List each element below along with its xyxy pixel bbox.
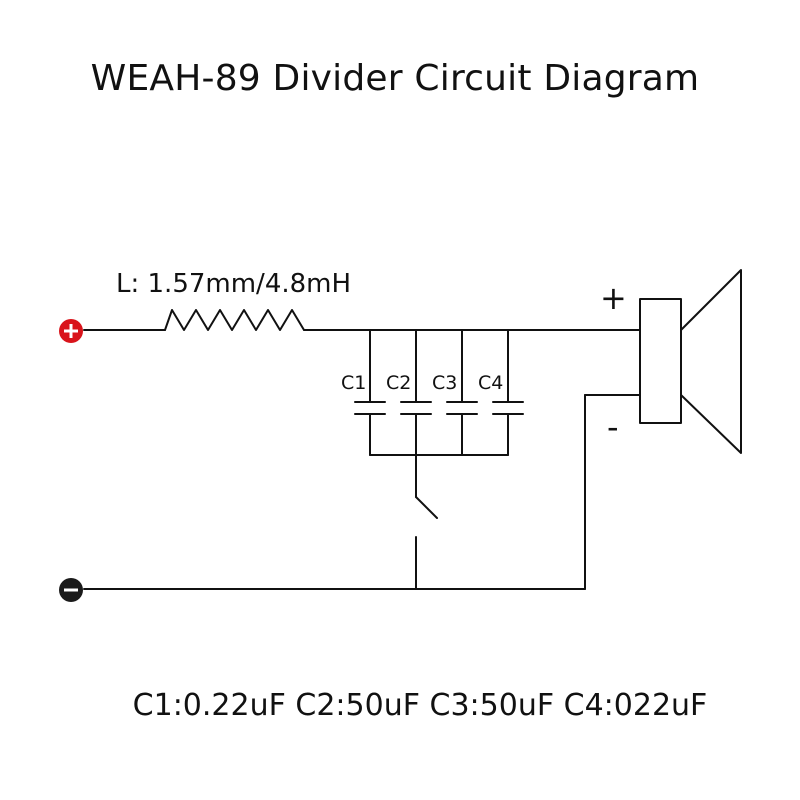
negative-terminal-icon (59, 578, 83, 602)
capacitor-c3-label: C3 (432, 372, 457, 394)
inductor-label: L: 1.57mm/4.8mH (116, 269, 351, 299)
capacitor-c1-label: C1 (341, 372, 366, 394)
capacitor-c3-symbol (446, 329, 478, 456)
inductor-coil (164, 309, 305, 331)
speaker-minus-label: - (607, 408, 619, 446)
speaker-magnet (639, 298, 682, 424)
speaker-plus-label: + (600, 279, 627, 317)
capacitor-values-caption: C1:0.22uF C2:50uF C3:50uF C4:022uF (132, 688, 708, 723)
capacitor-c1-symbol (354, 329, 386, 456)
positive-terminal-icon (59, 319, 83, 343)
capacitor-c2-symbol (400, 329, 432, 456)
capacitor-c4-label: C4 (478, 372, 503, 394)
speaker-cone (680, 269, 742, 454)
capacitor-c4-symbol (492, 329, 524, 456)
switch-contact (415, 496, 438, 519)
diagram-title: WEAH-89 Divider Circuit Diagram (90, 58, 700, 99)
capacitor-c2-label: C2 (386, 372, 411, 394)
